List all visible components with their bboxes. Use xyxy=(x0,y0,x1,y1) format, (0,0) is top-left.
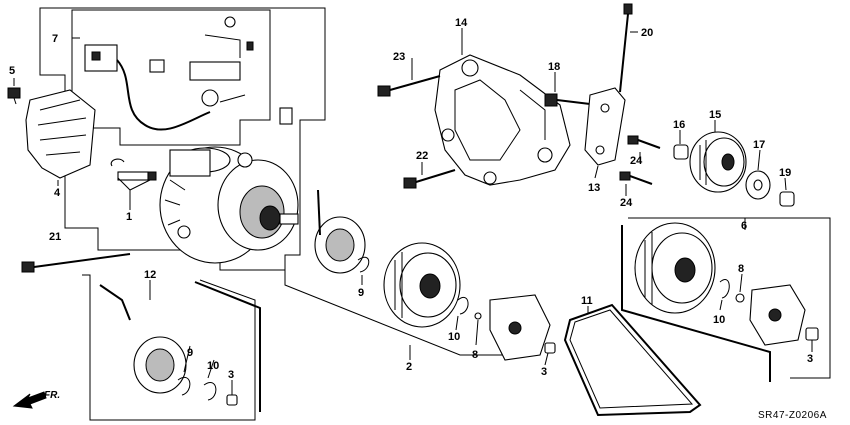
callout-17: 17 xyxy=(753,139,765,151)
callout-21: 21 xyxy=(49,231,61,243)
callout-1: 1 xyxy=(126,211,132,223)
harness-drawing xyxy=(84,16,293,131)
callout-10: 10 xyxy=(448,331,460,343)
callout-7: 7 xyxy=(52,33,58,45)
callout-2: 2 xyxy=(406,361,412,373)
callout-24: 24 xyxy=(620,197,633,209)
callout-4: 4 xyxy=(54,187,61,199)
callout-19: 19 xyxy=(779,167,791,179)
callout-3: 3 xyxy=(228,369,234,381)
callout-10: 10 xyxy=(713,314,725,326)
callout-15: 15 xyxy=(709,109,721,121)
front-arrow-icon xyxy=(12,391,47,409)
callout-10: 10 xyxy=(207,360,219,372)
callout-9: 9 xyxy=(187,347,193,359)
callout-23: 23 xyxy=(393,51,405,63)
heat-shield-drawing xyxy=(25,89,96,179)
compressor-drawing xyxy=(159,146,299,264)
bracket-drawing xyxy=(434,54,571,186)
callout-16: 16 xyxy=(673,119,685,131)
callout-5: 5 xyxy=(9,65,15,77)
front-direction-label: FR. xyxy=(44,390,60,401)
callout-8: 8 xyxy=(472,349,478,361)
drawing-code: SR47-Z0206A xyxy=(758,410,827,421)
callout-9: 9 xyxy=(358,287,364,299)
callout-labels: 1 2 3 3 3 4 5 6 7 8 8 9 9 10 10 10 11 12… xyxy=(9,17,813,381)
callout-20: 20 xyxy=(641,27,653,39)
callout-3: 3 xyxy=(807,353,813,365)
callout-3: 3 xyxy=(541,366,547,378)
callout-22: 22 xyxy=(416,150,428,162)
callout-13: 13 xyxy=(588,182,600,194)
callout-14: 14 xyxy=(455,17,468,29)
callout-12: 12 xyxy=(144,269,156,281)
callout-6: 6 xyxy=(741,220,747,232)
front-direction-indicator: FR. xyxy=(12,390,60,409)
leader-lines xyxy=(13,28,813,395)
callout-11: 11 xyxy=(581,295,593,307)
callout-8: 8 xyxy=(738,263,744,275)
callout-24: 24 xyxy=(630,155,643,167)
callout-18: 18 xyxy=(548,61,560,73)
part-drawings xyxy=(7,3,819,417)
